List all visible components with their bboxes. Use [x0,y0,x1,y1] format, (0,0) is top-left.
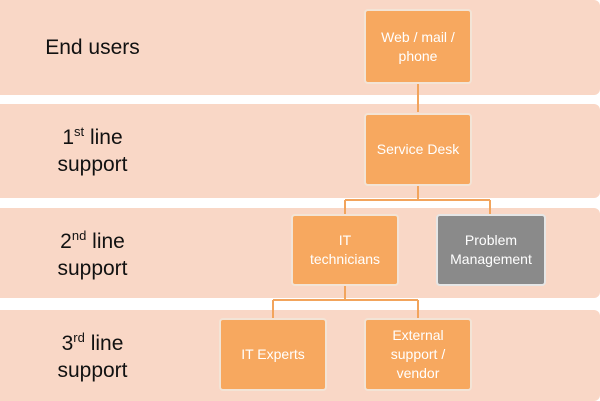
node-external-support[interactable]: External support / vendor [364,318,472,391]
tier-label-1st-line: 1st line support [0,124,185,178]
node-text-line: support / [390,346,446,362]
tier-ordinal-suffix: rd [73,330,85,345]
node-problem-management[interactable]: Problem Management [436,214,546,286]
node-text: Problem Management [450,231,532,269]
node-text-line: Management [450,251,532,267]
tier-label-line2: support [57,153,128,176]
node-text: IT technicians [310,231,380,269]
tier-label-text: End users [45,36,140,59]
tier-ordinal-suffix: nd [71,228,87,243]
tier-label-line2: support [57,257,128,280]
node-text-line: Web / mail / [381,28,455,45]
tier-label-3rd-line: 3rd line support [0,330,185,384]
connector-technicians-to-3rd-line [272,286,419,318]
node-text: External support / vendor [391,326,445,383]
node-text-line: vendor [396,365,440,381]
tier-label-line2: support [57,359,128,382]
node-it-technicians[interactable]: IT technicians [291,214,399,286]
tier-label-2nd-line: 2nd line support [0,228,185,282]
tier-label-rest: line [84,126,123,149]
tier-ordinal: 3 [61,332,74,355]
tier-label-line1: 3rd line [0,330,185,357]
tier-ordinal: 2 [60,230,72,253]
node-text: Web / mail / phone [381,28,455,66]
node-web-mail-phone[interactable]: Web / mail / phone [364,9,472,84]
node-text: IT Experts [241,346,305,362]
node-text-line: technicians [309,251,381,267]
tier-label-end-users: End users [0,34,185,61]
tier-ordinal-suffix: st [74,124,85,139]
tier-label-line1: 1st line [0,124,185,151]
node-it-experts[interactable]: IT Experts [219,318,327,391]
connector-service-desk-to-2nd-line [344,186,491,214]
tier-ordinal: 1 [62,126,75,149]
node-text-line: Problem [464,232,518,248]
node-text-line: IT [338,232,352,248]
tier-label-rest: line [86,230,125,253]
node-service-desk[interactable]: Service Desk [364,113,472,186]
tier-label-rest: line [84,332,124,355]
node-text: Service Desk [376,141,460,157]
node-text-line: External [392,327,444,343]
node-text-line: phone [398,47,438,64]
tier-band-1st-line [0,104,600,198]
tier-label-line1: 2nd line [0,228,185,255]
tier-band-end-users [0,0,600,95]
